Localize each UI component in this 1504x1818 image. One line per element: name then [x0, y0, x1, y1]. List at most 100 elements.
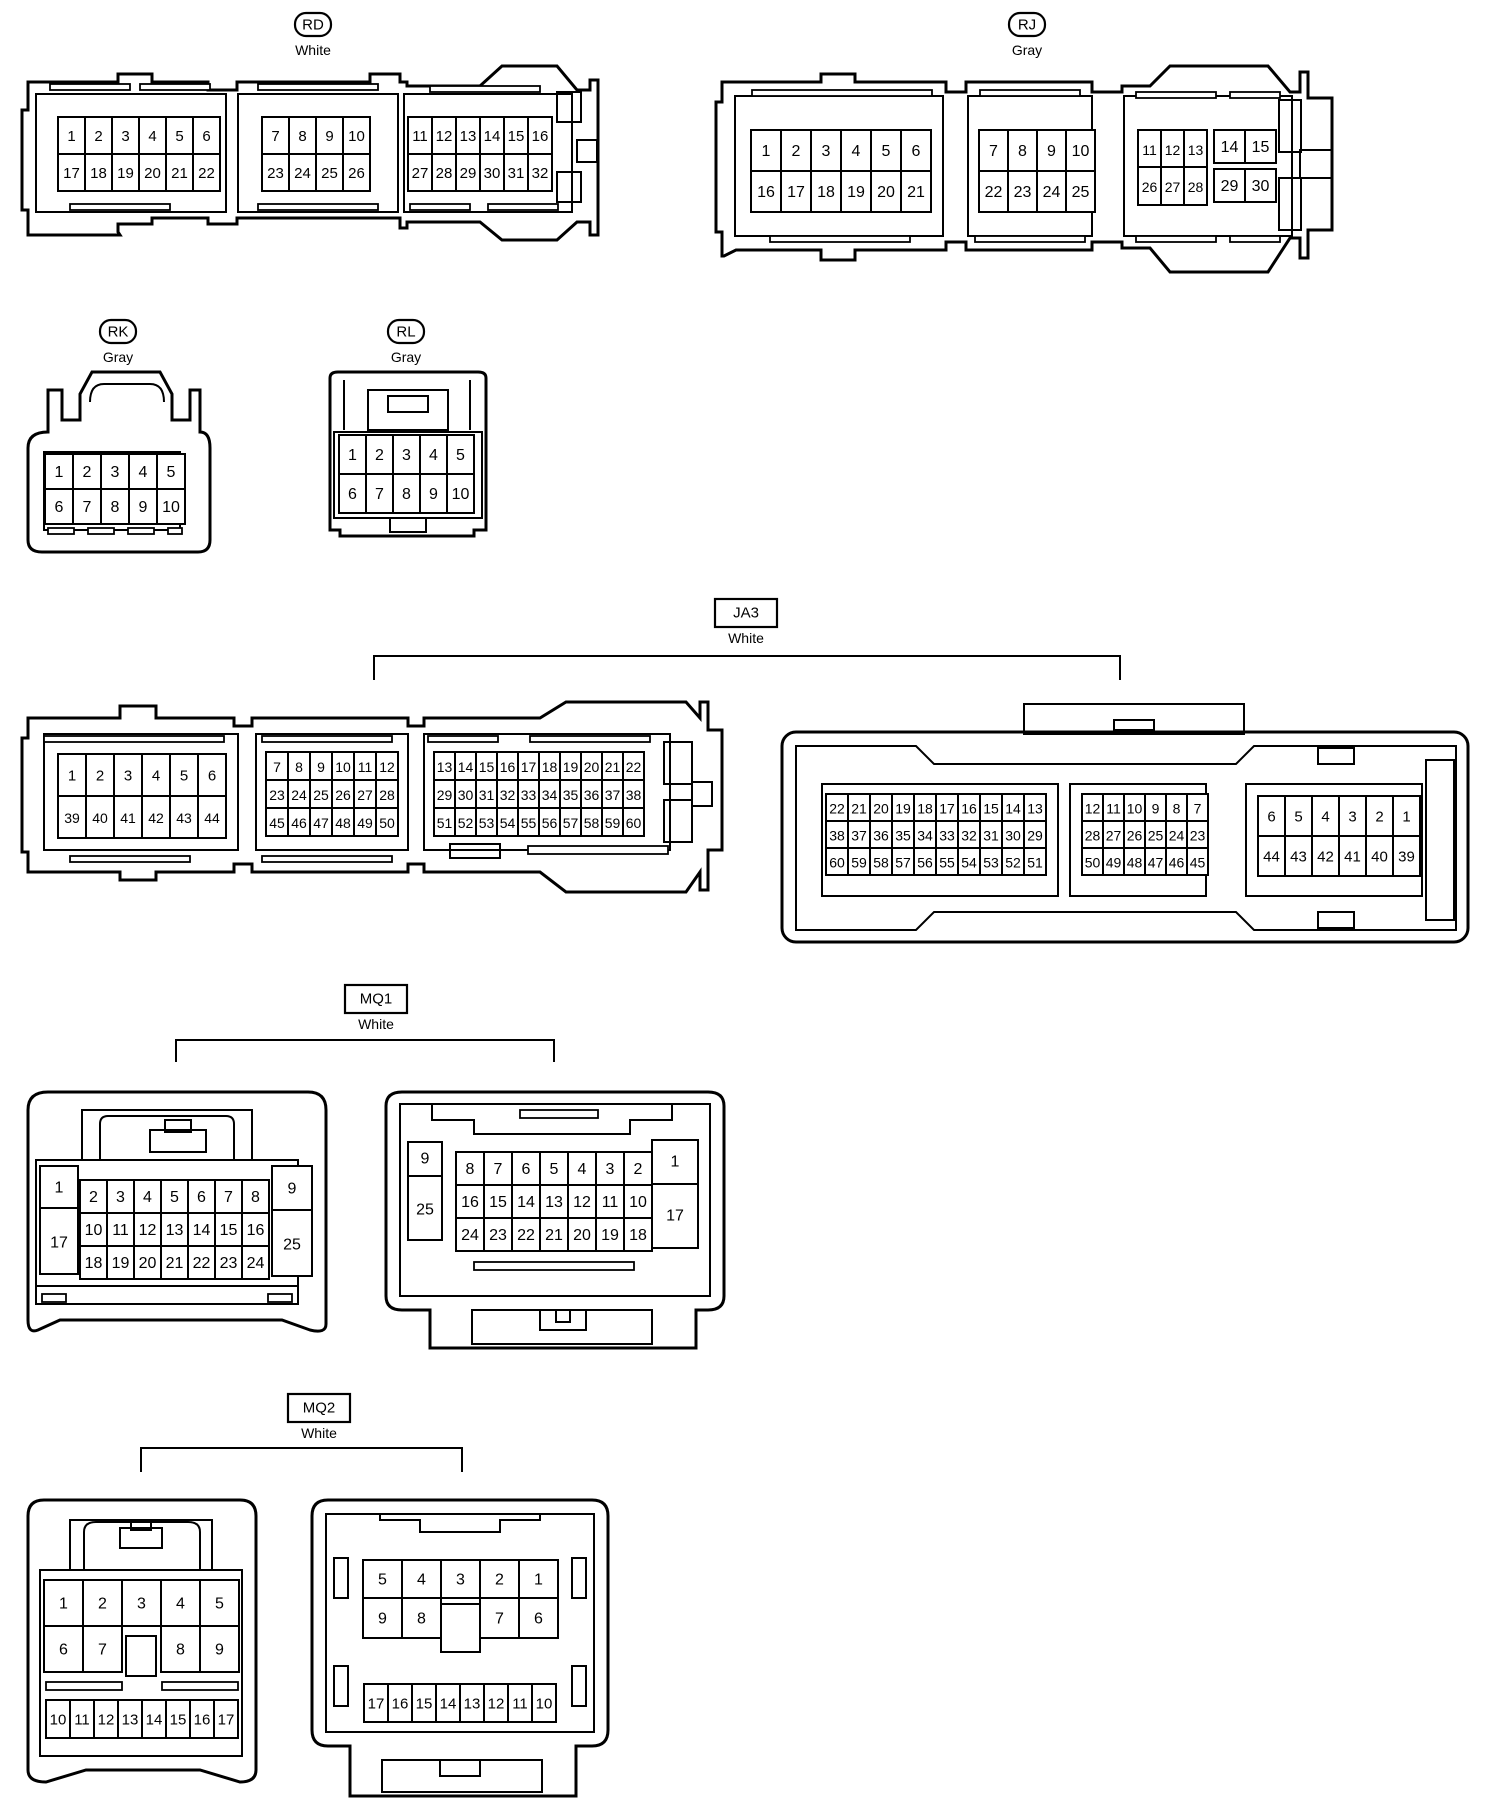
pin-55: 55 [517, 807, 540, 837]
pin-label: 58 [873, 855, 889, 871]
pin-cell [518, 1597, 559, 1639]
pin-cell [160, 1212, 189, 1247]
pin-3: 3 [106, 1179, 135, 1214]
pin-label: 11 [74, 1712, 90, 1729]
pin-label: 28 [436, 165, 453, 182]
pin-7: 7 [72, 488, 102, 525]
pin-49: 49 [353, 807, 377, 837]
pin-cell [213, 1699, 239, 1739]
pin-cell [85, 795, 115, 839]
pin-label: 3 [121, 128, 129, 145]
pin-11: 11 [106, 1212, 135, 1247]
pin-22: 22 [187, 1245, 216, 1280]
pin-label: 56 [542, 815, 558, 831]
pin-2: 2 [82, 1579, 123, 1627]
pin-label: 60 [829, 855, 845, 871]
connector-id-badge [386, 318, 426, 345]
housing-detail [87, 527, 115, 535]
pin-33: 33 [935, 820, 959, 849]
pin-19: 19 [106, 1245, 135, 1280]
pin-label: 2 [96, 768, 104, 785]
pin-cell [810, 129, 842, 172]
housing-detail [1135, 235, 1217, 243]
pin-58: 58 [869, 847, 893, 876]
pin-label: 38 [626, 787, 642, 803]
pin-label: 7 [495, 1611, 504, 1628]
pin-label: 11 [358, 759, 373, 775]
pin-label: 24 [1043, 184, 1061, 201]
pin-label: 15 [508, 128, 525, 145]
pin-29: 29 [1213, 168, 1246, 203]
pin-label: 2 [375, 447, 384, 464]
pin-label: 11 [602, 1194, 619, 1211]
pin-28: 28 [431, 153, 457, 192]
pin-label: 27 [1106, 828, 1122, 844]
housing-detail [161, 1681, 239, 1691]
pin-21: 21 [601, 751, 624, 781]
pin-label: 2 [495, 1572, 504, 1589]
pin-label: 16 [461, 1194, 479, 1211]
pin-label: 23 [269, 787, 285, 803]
pin-label: 3 [116, 1189, 125, 1206]
pin-label: 40 [92, 810, 108, 826]
pin-label: 23 [220, 1255, 238, 1272]
pin-5: 5 [539, 1151, 569, 1186]
housing-detail [1278, 99, 1302, 153]
pin-53: 53 [475, 807, 498, 837]
pin-5: 5 [156, 453, 186, 490]
pin-label: 9 [1152, 801, 1160, 817]
pin-cell [128, 488, 158, 525]
pin-3: 3 [121, 1579, 162, 1627]
pin-6: 6 [197, 753, 227, 797]
pin-label: 5 [167, 464, 176, 481]
pin-label: 17 [939, 801, 955, 817]
pin-32: 32 [496, 779, 519, 809]
pin-label: 19 [895, 801, 911, 817]
pin-cell [1023, 847, 1047, 876]
pin-17: 17 [935, 793, 959, 822]
pin-36: 36 [580, 779, 603, 809]
pin-4: 4 [160, 1579, 201, 1627]
pin-label: 12 [1085, 801, 1101, 817]
pin-cell [1257, 835, 1286, 877]
pin-5: 5 [1284, 795, 1313, 837]
pin-cell [113, 795, 143, 839]
housing-detail [333, 1557, 349, 1599]
pin-15: 15 [214, 1212, 243, 1247]
pin-label: 7 [98, 1642, 107, 1659]
pin-24: 24 [241, 1245, 270, 1280]
housing-detail [119, 1527, 163, 1549]
pin-label: 43 [176, 810, 192, 826]
pin-label: 5 [180, 768, 188, 785]
pin-label: 15 [983, 801, 999, 817]
pin-8: 8 [100, 488, 130, 525]
pin-26: 26 [342, 153, 371, 192]
pin-label: 8 [298, 128, 306, 145]
pin-20: 20 [870, 170, 902, 213]
pin-label: 19 [601, 1227, 619, 1244]
pin-9: 9 [362, 1597, 403, 1639]
pin-14: 14 [1213, 129, 1246, 164]
pin-27: 27 [407, 153, 433, 192]
pin-9: 9 [199, 1625, 240, 1673]
pin-39: 39 [1392, 835, 1421, 877]
housing-detail [39, 1207, 79, 1275]
pin-12: 12 [483, 1683, 509, 1723]
pin-9: 9 [128, 488, 158, 525]
pin-label: 57 [895, 855, 911, 871]
pin-cell [43, 1579, 84, 1627]
pin-label: 36 [873, 828, 889, 844]
pin-label: 44 [204, 810, 220, 826]
pin-label: 25 [283, 1237, 301, 1254]
pin-cell [750, 129, 782, 172]
pin-label: 31 [508, 165, 525, 182]
connector-id: RJ [1018, 17, 1036, 34]
pin-3: 3 [111, 116, 140, 155]
pin-label: 13 [460, 128, 477, 145]
pin-1: 1 [671, 1154, 680, 1171]
pin-8: 8 [401, 1597, 442, 1639]
pin-18: 18 [623, 1217, 653, 1252]
pin-label: 13 [166, 1222, 184, 1239]
pin-label: 24 [247, 1255, 265, 1272]
